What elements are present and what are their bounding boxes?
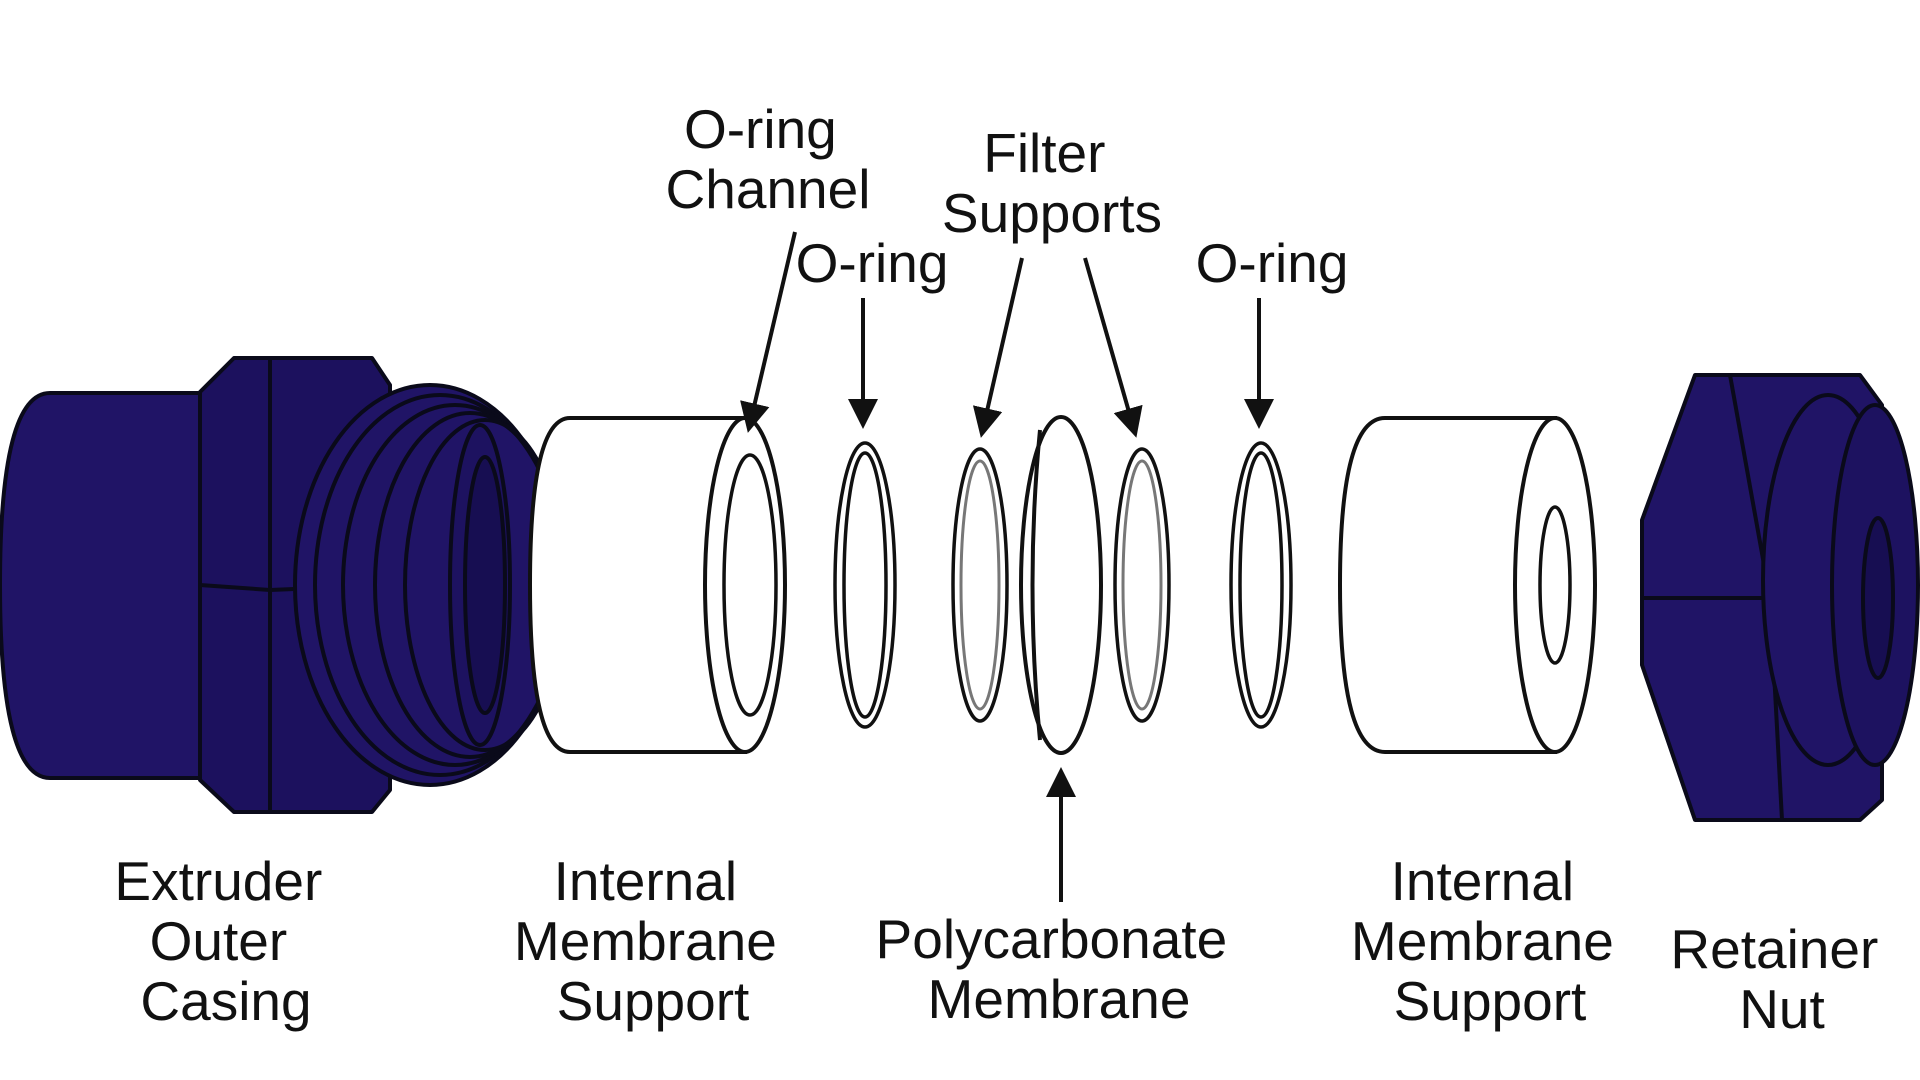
extruder-outer-casing (0, 356, 569, 814)
leader-arrows (740, 231, 1274, 902)
arrow-o-ring-channel (740, 231, 797, 433)
internal-membrane-support-right (1337, 416, 1597, 754)
label-polycarbonate-membrane: Polycarbonate Membrane (876, 908, 1243, 1030)
label-extruder-outer-casing: Extruder Outer Casing (114, 850, 337, 1032)
labels: O-ring Channel O-ring Filter Supports O-… (114, 98, 1893, 1040)
retainer-nut (1640, 373, 1920, 822)
polycarbonate-membrane (1019, 415, 1103, 755)
label-retainer-nut: Retainer Nut (1670, 918, 1893, 1040)
o-ring-right (1229, 441, 1293, 729)
label-filter-supports: Filter Supports (942, 122, 1162, 244)
arrow-filter-support-right (1083, 257, 1143, 438)
internal-membrane-support-left (527, 416, 787, 754)
filter-support-right (1113, 447, 1171, 723)
label-o-ring-left: O-ring (796, 232, 949, 294)
label-internal-membrane-support-left: Internal Membrane Support (514, 850, 792, 1032)
o-ring-left (833, 441, 897, 729)
label-o-ring-channel: O-ring Channel (666, 98, 871, 220)
label-o-ring-right: O-ring (1196, 232, 1349, 294)
filter-support-left (951, 447, 1009, 723)
arrow-filter-support-left (972, 257, 1024, 438)
label-internal-membrane-support-right: Internal Membrane Support (1351, 850, 1629, 1032)
